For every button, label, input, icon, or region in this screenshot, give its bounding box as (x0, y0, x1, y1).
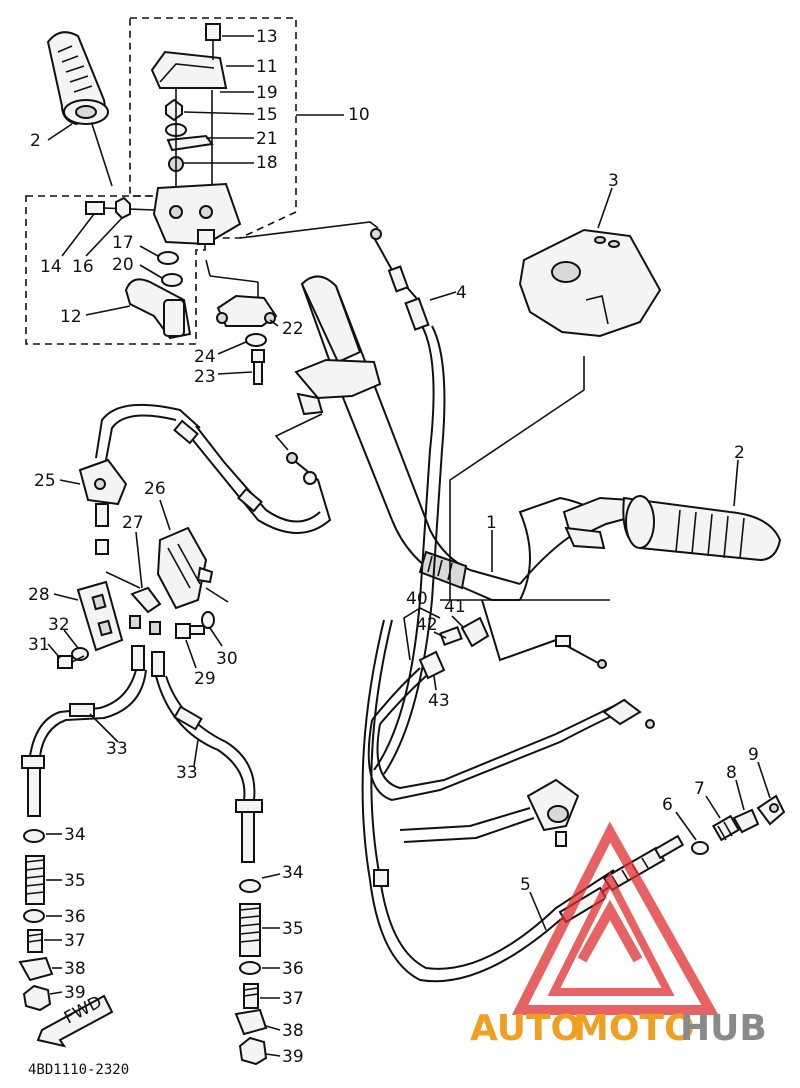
label-33-right: 33 (176, 763, 198, 783)
diagram-code: 4BD1110-2320 (28, 1062, 129, 1078)
label-38-right: 38 (282, 1021, 304, 1041)
assembly-box-10 (129, 17, 297, 239)
bolt-31 (57, 655, 85, 669)
label-28: 28 (28, 585, 50, 605)
watermark-auto: AUTO (470, 1008, 581, 1049)
washer-32 (71, 647, 89, 661)
brake-hose-left (21, 615, 147, 817)
label-6: 6 (662, 795, 673, 815)
washer-6 (691, 841, 709, 855)
label-10: 10 (348, 105, 370, 125)
label-5: 5 (520, 875, 531, 895)
brake-hose-right (149, 621, 263, 863)
label-31: 31 (28, 635, 50, 655)
label-30: 30 (216, 649, 238, 669)
handlebar (294, 275, 601, 601)
hose-clamp-27 (130, 586, 162, 614)
label-38-left: 38 (64, 959, 86, 979)
switch-assembly (371, 616, 490, 725)
watermark-hub: HUB (680, 1008, 767, 1049)
label-34-left: 34 (64, 825, 86, 845)
label-35-left: 35 (64, 871, 86, 891)
label-14: 14 (40, 257, 62, 277)
washer-24 (245, 333, 267, 347)
bracket-22 (216, 294, 278, 327)
bolt-23 (251, 349, 265, 385)
fwd-arrow (36, 994, 114, 1048)
watermark-logo (511, 821, 719, 1015)
throttle-housing-cover (518, 228, 662, 338)
bolt-29 (175, 623, 205, 639)
nut-8 (732, 808, 760, 834)
assembly-box-12 (25, 195, 206, 345)
label-24: 24 (194, 347, 216, 367)
lever-holder-body (152, 182, 242, 246)
label-39-left: 39 (64, 983, 86, 1003)
label-37-right: 37 (282, 989, 304, 1009)
label-15: 15 (256, 105, 278, 125)
label-9: 9 (748, 745, 759, 765)
union-bolt (95, 539, 109, 555)
label-35-right: 35 (282, 919, 304, 939)
adjuster-7 (711, 814, 741, 842)
watermark-triangle-outer (511, 821, 719, 1015)
left-grip (46, 31, 109, 126)
label-33-left: 33 (106, 739, 128, 759)
brake-lever (124, 278, 192, 340)
label-37-left: 37 (64, 931, 86, 951)
label-34-right: 34 (282, 863, 304, 883)
label-43: 43 (428, 691, 450, 711)
label-1: 1 (486, 513, 497, 533)
hose-holder-26 (156, 526, 214, 610)
label-2-right: 2 (734, 443, 745, 463)
bolt-14 (85, 196, 155, 220)
label-16: 16 (72, 257, 94, 277)
label-11: 11 (256, 57, 278, 77)
washer-30 (201, 611, 215, 629)
label-40: 40 (406, 589, 428, 609)
label-41: 41 (444, 597, 466, 617)
label-36-left: 36 (64, 907, 86, 927)
label-4: 4 (456, 283, 467, 303)
label-26: 26 (144, 479, 166, 499)
label-22: 22 (282, 319, 304, 339)
label-3: 3 (608, 171, 619, 191)
right-grip (562, 495, 782, 562)
brake-hose-upper (95, 403, 332, 534)
label-42: 42 (416, 615, 438, 635)
label-32: 32 (48, 615, 70, 635)
label-29: 29 (194, 669, 216, 689)
label-12: 12 (60, 307, 82, 327)
watermark-moto: MOTO (573, 1008, 695, 1049)
label-25: 25 (34, 471, 56, 491)
label-2-left: 2 (30, 131, 41, 151)
label-8: 8 (726, 763, 737, 783)
label-36-right: 36 (282, 959, 304, 979)
label-39-right: 39 (282, 1047, 304, 1067)
brake-hose-joint (78, 458, 128, 527)
right-stack (234, 879, 268, 1066)
lever-holder-cover (150, 23, 228, 190)
label-27: 27 (122, 513, 144, 533)
label-23: 23 (194, 367, 216, 387)
label-7: 7 (694, 779, 705, 799)
plate-28 (76, 580, 124, 652)
label-18: 18 (256, 153, 278, 173)
fitting-9 (756, 794, 786, 826)
throttle-cable (370, 228, 446, 775)
label-20: 20 (112, 255, 134, 275)
washer-20 (161, 273, 183, 287)
label-17: 17 (112, 233, 134, 253)
label-13: 13 (256, 27, 278, 47)
label-21: 21 (256, 129, 278, 149)
left-stack (18, 829, 54, 1012)
label-19: 19 (256, 83, 278, 103)
washer-17 (157, 251, 179, 265)
